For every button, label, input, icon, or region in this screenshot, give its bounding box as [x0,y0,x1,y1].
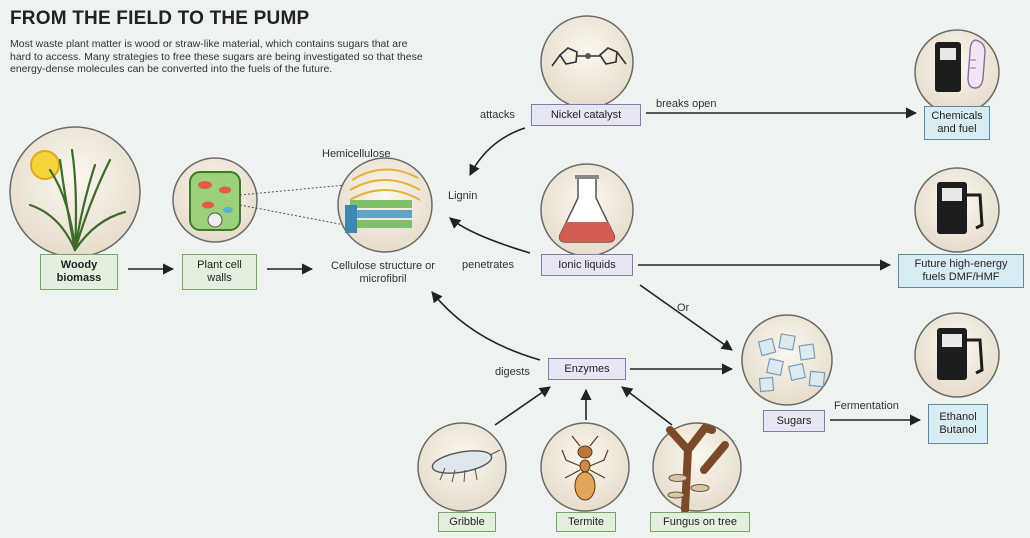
flask-icon [540,163,634,257]
arrow-ionic-or-sugars [639,284,733,351]
diagram-title: FROM THE FIELD TO THE PUMP [10,8,310,29]
arrow-fungus-to-enzymes [621,386,673,426]
grass-sun-icon [9,126,141,258]
nickel-molecule-icon [540,15,634,109]
node-termite: Termite [556,512,616,532]
fungus-tree-icon [652,422,742,514]
node-gribble: Gribble [438,512,496,532]
node-cellulose: Cellulose structure or microfibril [331,260,435,285]
arrow-gribble-to-enzymes [494,386,551,426]
node-chemicals-fuel: Chemicals and fuel [924,106,990,140]
fuel-pump-icon [914,167,1000,253]
label-lignin: Lignin [448,190,478,202]
node-ionic-liquids: Ionic liquids [541,254,633,276]
label-hemicellulose: Hemicellulose [322,148,391,160]
node-plant-cell-walls: Plant cell walls [182,254,257,290]
node-fungus: Fungus on tree [650,512,750,532]
microfibril-icon [337,157,433,253]
label-digests: digests [495,366,530,378]
fuel-pump-icon [914,312,1000,398]
label-fermentation: Fermentation [834,400,899,412]
gribble-icon [417,422,507,512]
node-future-fuels: Future high-energy fuels DMF/HMF [898,254,1024,288]
arrow-ionic-penetrates-cellulose [449,217,531,254]
arrow-nickel-attacks-lignin [469,127,526,176]
zoom-lines [239,184,346,226]
arrow-enzymes-digests-cellulose [431,291,541,361]
termite-icon [540,422,630,512]
intro-text: Most waste plant matter is wood or straw… [10,38,423,75]
plant-cell-icon [172,157,258,243]
arrows [128,107,922,426]
node-ethanol-butanol: Ethanol Butanol [928,404,988,444]
label-breaks-open: breaks open [656,98,717,110]
fuel-pump-icon [914,29,1000,115]
sugar-cubes-icon [741,314,833,406]
node-nickel-catalyst: Nickel catalyst [531,104,641,126]
node-sugars: Sugars [763,410,825,432]
label-or: Or [677,302,690,314]
label-penetrates: penetrates [462,259,514,271]
label-attacks: attacks [480,109,515,121]
node-woody-biomass: Woody biomass [40,254,118,290]
node-enzymes: Enzymes [548,358,626,380]
